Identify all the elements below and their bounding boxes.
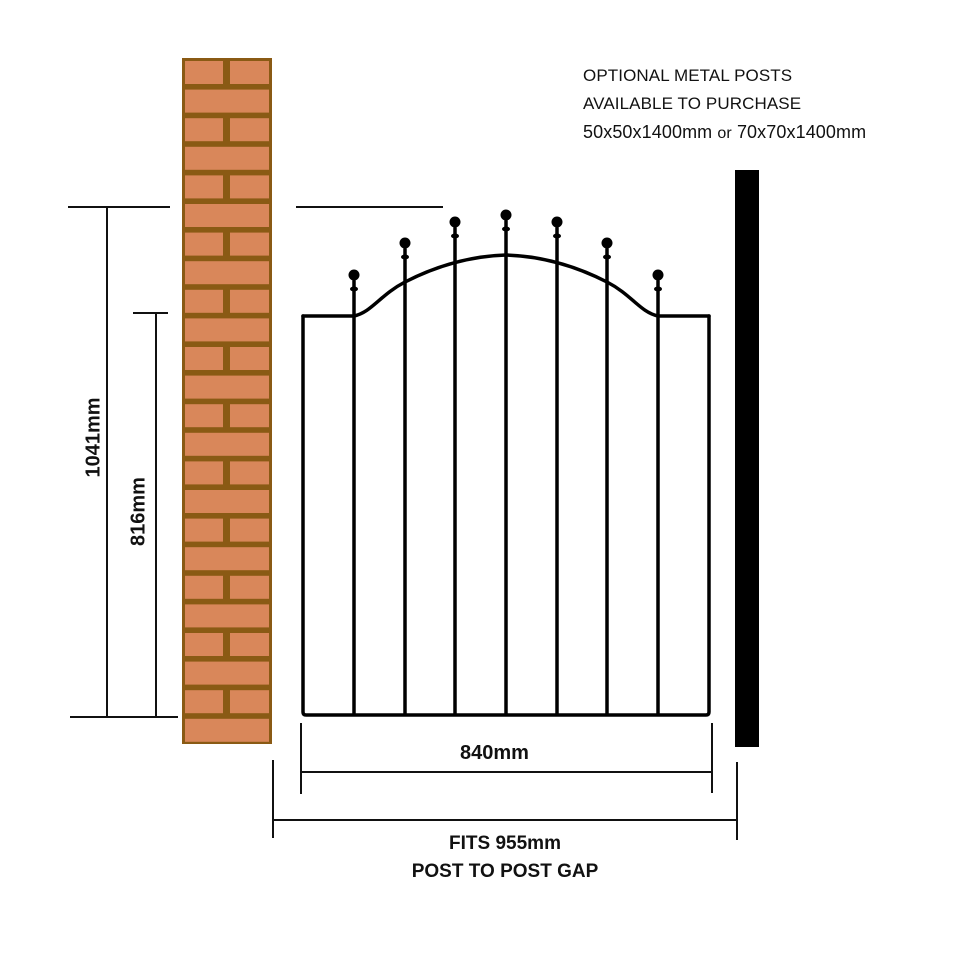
width-dimension-955 [272, 760, 738, 840]
metal-post [735, 170, 759, 747]
finials [348, 209, 664, 292]
arched-metal-gate [301, 219, 711, 717]
post-size-or: or [717, 125, 732, 142]
note-post-sizes: 50x50x1400mm or 70x70x1400mm [583, 118, 866, 148]
gate-width-label: 840mm [460, 742, 529, 764]
fits-gap-label: FITS 955mm [449, 833, 561, 854]
post-size-a: 50x50x1400mm [583, 122, 713, 142]
overall-height-label: 1041mm [82, 397, 105, 478]
note-line-1: OPTIONAL METAL POSTS [583, 66, 793, 85]
optional-posts-note: OPTIONAL METAL POSTS AVAILABLE TO PURCHA… [583, 62, 866, 148]
gap-caption: POST TO POST GAP [411, 861, 599, 882]
brick-pillar [182, 58, 272, 744]
note-line-2: AVAILABLE TO PURCHASE [583, 94, 802, 113]
post-size-b: 70x70x1400mm [736, 122, 867, 142]
width-dimension-840 [300, 723, 713, 794]
height-dimension-1041 [68, 206, 443, 718]
height-dimension-816 [133, 312, 168, 717]
side-height-label: 816mm [127, 477, 150, 546]
